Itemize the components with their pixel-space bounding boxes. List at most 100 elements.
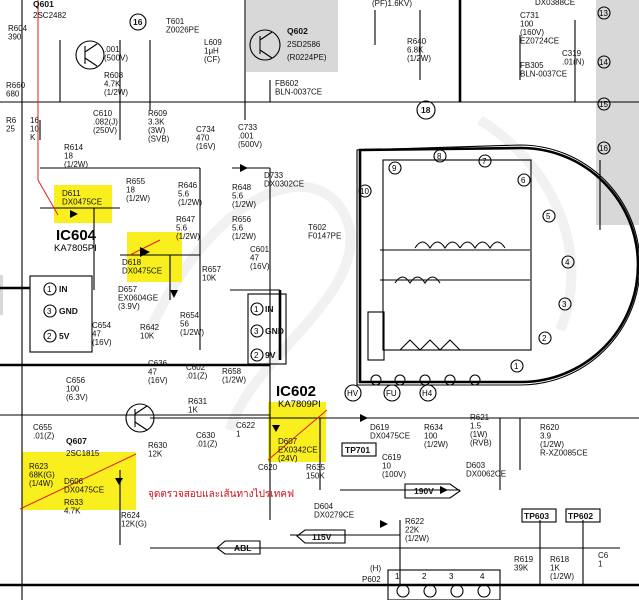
label-c656-0: C656 bbox=[66, 376, 86, 385]
red-annotation-lines bbox=[19, 0, 328, 510]
fbt-pin-label-5: 5 bbox=[546, 212, 551, 221]
d603-symbol bbox=[440, 486, 448, 494]
label-c622-1: 1 bbox=[236, 430, 241, 439]
tag-18: 18 bbox=[421, 105, 431, 115]
label-r648-2: (1/2W) bbox=[232, 200, 256, 209]
label-d657-1: EX0604GE bbox=[118, 294, 158, 303]
label-r609-0: R609 bbox=[148, 109, 168, 118]
label-c636-1: 47 bbox=[148, 368, 157, 377]
connector-right: 13 14 15 16 bbox=[597, 6, 611, 155]
fbt-pin-label-9: 9 bbox=[392, 164, 397, 173]
label-r624-1: 12K(G) bbox=[121, 520, 147, 529]
ic604-pin-in: IN bbox=[59, 284, 68, 294]
label-t602-0: T602 bbox=[308, 223, 327, 232]
label-r608-1: 4.7K bbox=[104, 80, 121, 89]
label-c733-1: .001 bbox=[238, 132, 254, 141]
label-d618-0: D618 bbox=[122, 258, 142, 267]
label-c734-1: 470 bbox=[196, 134, 210, 143]
tap-hv: HV bbox=[347, 389, 359, 398]
ic602-pin-gnd: GND bbox=[265, 326, 284, 336]
label-r604-0: R604 bbox=[8, 24, 28, 33]
label-r656-1: 5.6 bbox=[232, 224, 244, 233]
ic604-part: KA7805PI bbox=[54, 243, 97, 254]
conn-pin-13: 13 bbox=[599, 9, 608, 18]
label-c6x-0: C6 bbox=[598, 551, 609, 560]
label-c734-2: (16V) bbox=[196, 142, 216, 151]
label-c731-2: (160V) bbox=[520, 28, 544, 37]
tag-16: 16 bbox=[133, 17, 143, 27]
label-r630-0: R630 bbox=[148, 441, 168, 450]
d618-symbol bbox=[140, 247, 150, 257]
label-c733-0: C733 bbox=[238, 123, 258, 132]
label-r648-1: 5.6 bbox=[232, 192, 244, 201]
ic604-pin2-num: 2 bbox=[47, 332, 52, 341]
label-r620-2: (1/2W) bbox=[540, 440, 564, 449]
p602-label: P602 bbox=[362, 575, 381, 584]
label-d603-1: DX0062CE bbox=[466, 470, 506, 479]
tag-tp602: TP602 bbox=[568, 511, 593, 521]
label-r658-0: R658 bbox=[222, 367, 242, 376]
label-c655-1: .01(Z) bbox=[33, 432, 55, 441]
label-fb602-1: BLN-0037CE bbox=[275, 88, 322, 97]
label-fb305-1: BLN-0037CE bbox=[520, 70, 567, 79]
label-r620-0: R620 bbox=[540, 423, 560, 432]
d657-symbol bbox=[170, 290, 178, 298]
label-r658-1: (1/2W) bbox=[222, 376, 246, 385]
ic602-pin1-num: 1 bbox=[254, 305, 259, 314]
label-d603-0: D603 bbox=[466, 461, 486, 470]
label-r621-3: (RVB) bbox=[470, 439, 492, 448]
label-r622-0: R622 bbox=[405, 517, 425, 526]
label-c601-0: C601 bbox=[250, 245, 270, 254]
fbt-pin-3 bbox=[558, 297, 572, 311]
label-r609-3: (SVB) bbox=[148, 135, 170, 144]
label-d611-0: D611 bbox=[62, 189, 81, 198]
label-c601-1: 47 bbox=[250, 254, 259, 263]
label-r634-2: (1/2W) bbox=[424, 440, 448, 449]
label-c602-1: .01(Z) bbox=[186, 372, 208, 381]
label-dx0388-0: DX0388CE bbox=[535, 0, 575, 7]
label-r631-0: R631 bbox=[188, 397, 208, 406]
label-t602-1: F0147PE bbox=[308, 232, 341, 241]
label-r618-2: (1/2W) bbox=[550, 572, 574, 581]
fbt-pin-label-8: 8 bbox=[437, 152, 442, 161]
label-r608-0: R608 bbox=[104, 71, 124, 80]
label-c654-2: (16V) bbox=[92, 338, 112, 347]
label-r630-1: 12K bbox=[148, 450, 163, 459]
ic604-name: IC604 bbox=[56, 227, 97, 244]
fbt-pin-1 bbox=[510, 359, 524, 373]
fbt-pin-label-3: 3 bbox=[562, 300, 567, 309]
label-c319-1: .01(N) bbox=[562, 58, 585, 67]
label-c733-2: (500V) bbox=[238, 140, 262, 149]
label-r608-2: (1/2W) bbox=[104, 88, 128, 97]
label-r623-1: 68K(G) bbox=[29, 471, 55, 480]
fbt-pin-label-6: 6 bbox=[521, 176, 526, 185]
label-t601-1: Z0026PE bbox=[166, 26, 199, 35]
fbt-pin-label-4: 4 bbox=[565, 258, 570, 267]
flag-190v: 190V bbox=[414, 486, 434, 496]
label-c602-0: C602 bbox=[186, 363, 206, 372]
fbt-pin-label-10: 10 bbox=[360, 187, 369, 196]
label-r631-1: 1K bbox=[188, 406, 198, 415]
fbt-pins: 8 9 7 10 6 5 4 3 2 1 bbox=[358, 149, 575, 373]
label-t601-0: T601 bbox=[166, 17, 185, 26]
label-r6b-0: 16 bbox=[30, 116, 39, 125]
conn-pin-15: 15 bbox=[599, 100, 608, 109]
p602-pin-1: 1 bbox=[395, 572, 400, 581]
label-r646-1: 5.6 bbox=[178, 190, 190, 199]
label-r604-1: 390 bbox=[8, 33, 22, 42]
q601-part: 2SC2482 bbox=[33, 11, 67, 20]
flags: 190V 115V ABL TP701 TP603 TP602 16 18 bbox=[129, 13, 601, 555]
tap-fu: FU bbox=[386, 389, 397, 398]
label-r622-1: 22K bbox=[405, 526, 420, 535]
label-fb305-0: FB305 bbox=[520, 61, 544, 70]
label-r620-1: 3.9 bbox=[540, 432, 552, 441]
label-c654-1: 47 bbox=[92, 330, 101, 339]
highlight-d611 bbox=[54, 185, 112, 223]
label-d611-1: DX0475CE bbox=[62, 198, 102, 207]
label-r642-0: R642 bbox=[140, 323, 160, 332]
label-r634-1: 100 bbox=[424, 432, 438, 441]
diodes bbox=[70, 164, 448, 528]
label-d607-0: D607 bbox=[278, 437, 298, 446]
label-d606-0: D606 bbox=[64, 477, 84, 486]
